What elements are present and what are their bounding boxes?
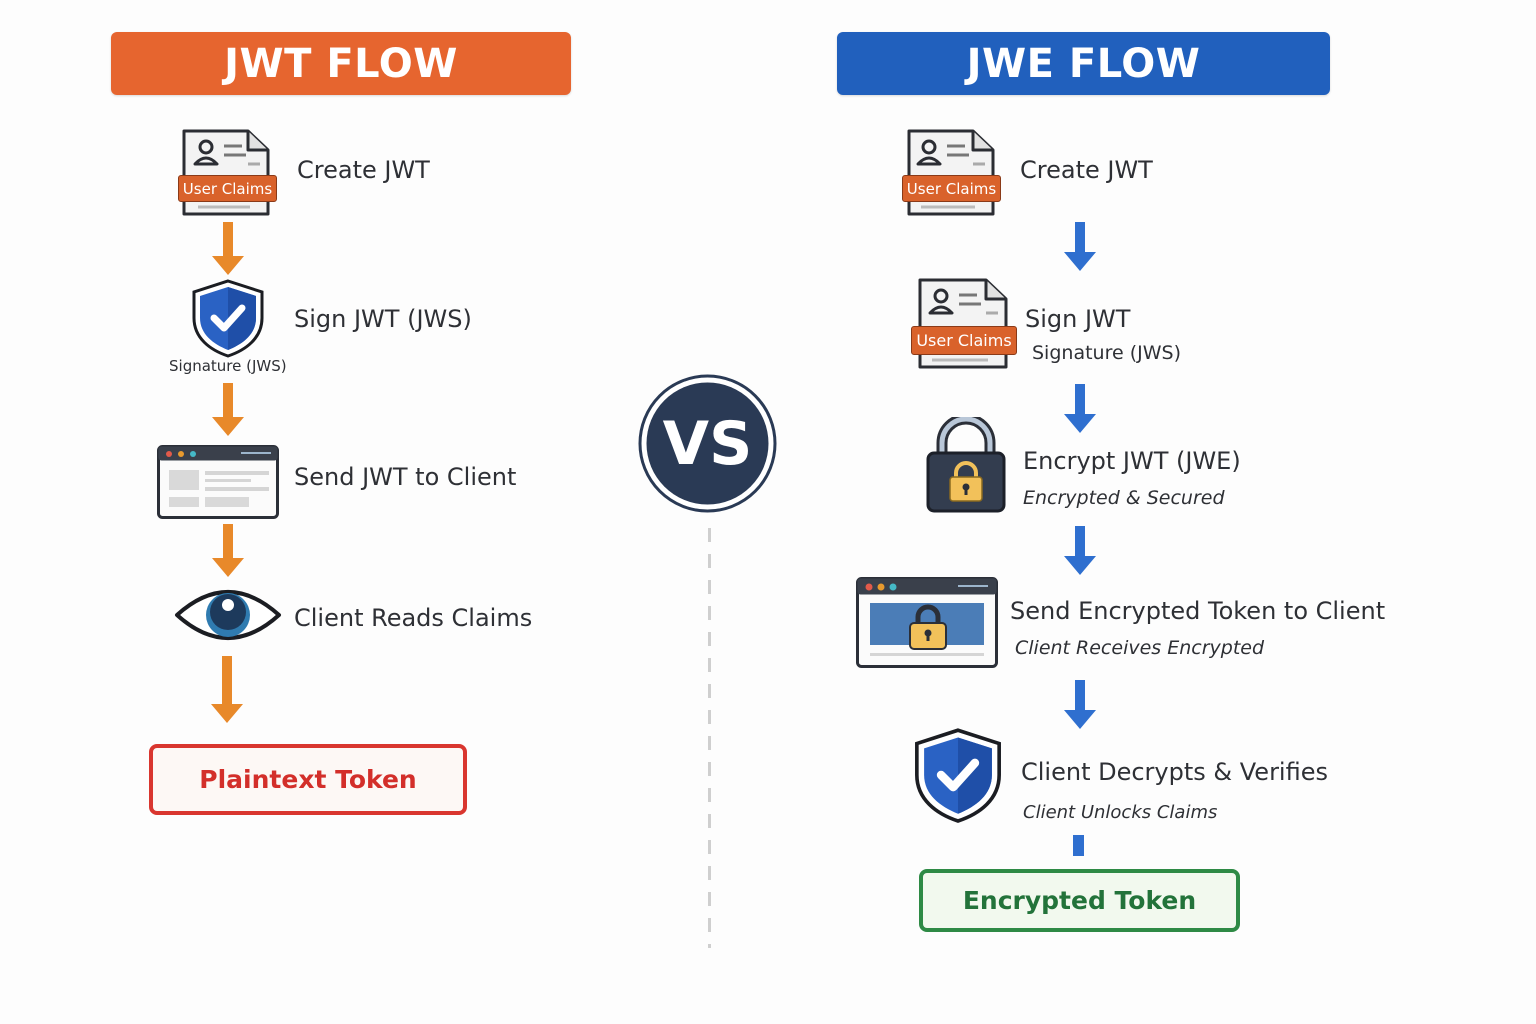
step-label: Send JWT to Client (294, 463, 517, 491)
arrow-down-icon (1064, 680, 1096, 729)
jwt-flow-banner: JWT FLOW (111, 32, 571, 95)
user-claims-document-icon (907, 129, 995, 216)
arrow-down-icon (211, 656, 243, 723)
shield-check-icon (192, 279, 264, 358)
shield-check-icon (915, 728, 1001, 823)
step-label: Client Reads Claims (294, 604, 533, 632)
browser-window-icon (157, 445, 279, 519)
user-claims-document-icon (182, 129, 270, 216)
user-claims-badge: User Claims (911, 326, 1017, 355)
step-label: Send Encrypted Token to Client (1010, 597, 1386, 625)
step-sublabel: Signature (JWS) (1032, 342, 1181, 364)
vs-badge (638, 374, 777, 513)
step-label: Client Decrypts & Verifies (1021, 758, 1328, 786)
plaintext-token-label: Plaintext Token (199, 765, 417, 794)
arrow-down-icon (1064, 222, 1096, 271)
encrypted-token-box: Encrypted Token (919, 869, 1240, 932)
plaintext-token-box: Plaintext Token (149, 744, 467, 815)
user-claims-document-icon (918, 278, 1008, 369)
vs-label: VS (662, 408, 753, 479)
arrow-down-icon (1064, 526, 1096, 575)
arrow-down-icon (212, 383, 244, 436)
arrow-down-icon (212, 524, 244, 577)
step-label: Create JWT (1020, 156, 1153, 184)
user-claims-badge: User Claims (178, 175, 277, 202)
connector-bar (1073, 835, 1084, 856)
step-label: Sign JWT (1025, 305, 1131, 333)
step-label: Sign JWT (JWS) (294, 305, 472, 333)
padlock-icon (926, 417, 1006, 513)
step-sublabel: Client Receives Encrypted (1015, 637, 1265, 659)
user-claims-badge: User Claims (902, 175, 1001, 202)
dashed-divider (708, 528, 711, 948)
encrypted-token-label: Encrypted Token (962, 886, 1197, 915)
step-sublabel: Encrypted & Secured (1023, 487, 1225, 509)
jwt-flow-title: JWT FLOW (224, 40, 458, 87)
step-label: Create JWT (297, 156, 430, 184)
step-label: Encrypt JWT (JWE) (1023, 447, 1241, 475)
arrow-down-icon (1064, 384, 1096, 433)
signature-caption: Signature (JWS) (169, 357, 287, 375)
jwe-flow-banner: JWE FLOW (837, 32, 1330, 95)
step-sublabel: Client Unlocks Claims (1023, 802, 1218, 823)
browser-lock-icon (856, 577, 998, 668)
arrow-down-icon (212, 222, 244, 275)
eye-icon (175, 590, 281, 640)
jwe-flow-title: JWE FLOW (966, 40, 1201, 87)
